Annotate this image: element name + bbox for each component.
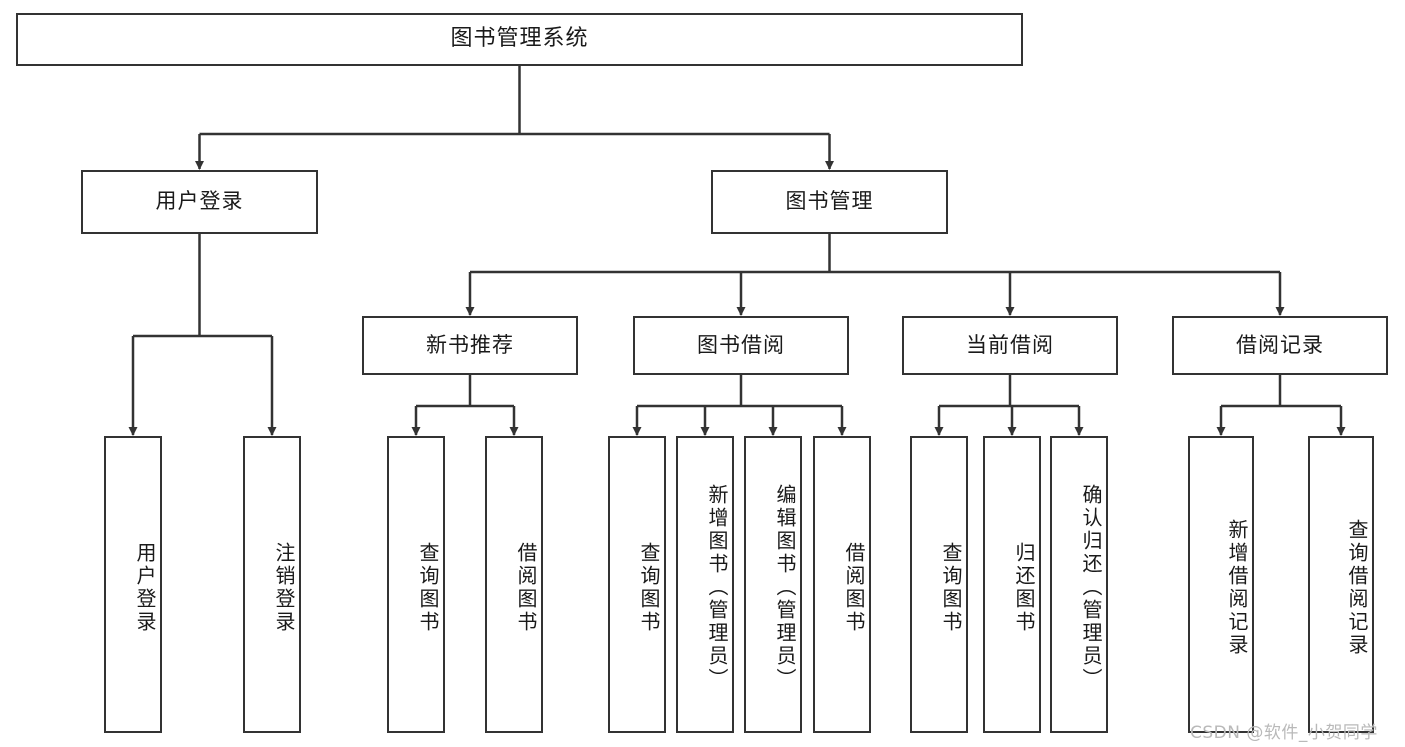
- node-newbook[interactable]: 新书推荐: [362, 316, 578, 375]
- node-label: 图书借阅: [697, 332, 785, 357]
- node-leaf12[interactable]: 新增借阅记录: [1188, 436, 1254, 733]
- node-borrow[interactable]: 图书借阅: [633, 316, 849, 375]
- node-label: 图书管理系统: [450, 26, 589, 52]
- node-leaf8[interactable]: 借阅图书: [813, 436, 871, 733]
- node-label: 查询图书: [416, 541, 440, 634]
- edge-group: [128, 66, 1346, 436]
- node-leaf9[interactable]: 查询图书: [910, 436, 968, 733]
- node-label: 借阅记录: [1236, 332, 1324, 357]
- node-label: 借阅图书: [842, 541, 866, 634]
- node-label: 用户登录: [155, 189, 244, 214]
- node-leaf3[interactable]: 查询图书: [387, 436, 445, 733]
- node-label: 新书推荐: [426, 332, 514, 357]
- node-leaf7[interactable]: 编辑图书（管理员）: [744, 436, 802, 733]
- node-leaf13[interactable]: 查询借阅记录: [1308, 436, 1374, 733]
- node-leaf1[interactable]: 用户登录: [104, 436, 162, 733]
- node-label: 新增图书（管理员）: [705, 484, 729, 691]
- node-root[interactable]: 图书管理系统: [16, 13, 1023, 66]
- node-leaf4[interactable]: 借阅图书: [485, 436, 543, 733]
- node-current[interactable]: 当前借阅: [902, 316, 1118, 375]
- node-login[interactable]: 用户登录: [81, 170, 318, 234]
- node-records[interactable]: 借阅记录: [1172, 316, 1388, 375]
- node-label: 新增借阅记录: [1225, 518, 1249, 657]
- node-leaf2[interactable]: 注销登录: [243, 436, 301, 733]
- node-leaf5[interactable]: 查询图书: [608, 436, 666, 733]
- node-bookmgmt[interactable]: 图书管理: [711, 170, 948, 234]
- node-leaf11[interactable]: 确认归还（管理员）: [1050, 436, 1108, 733]
- node-label: 归还图书: [1012, 541, 1036, 634]
- node-label: 确认归还（管理员）: [1079, 484, 1103, 691]
- csdn-watermark: CSDN @软件_小贺同学: [1190, 723, 1378, 743]
- node-label: 注销登录: [272, 541, 296, 634]
- node-label: 编辑图书（管理员）: [773, 484, 797, 691]
- node-label: 查询图书: [939, 541, 963, 634]
- node-label: 当前借阅: [966, 332, 1054, 357]
- node-leaf10[interactable]: 归还图书: [983, 436, 1041, 733]
- node-label: 图书管理: [785, 189, 874, 214]
- node-label: 查询图书: [637, 541, 661, 634]
- node-label: 用户登录: [133, 541, 157, 634]
- node-leaf6[interactable]: 新增图书（管理员）: [676, 436, 734, 733]
- node-label: 查询借阅记录: [1345, 518, 1369, 657]
- node-label: 借阅图书: [514, 541, 538, 634]
